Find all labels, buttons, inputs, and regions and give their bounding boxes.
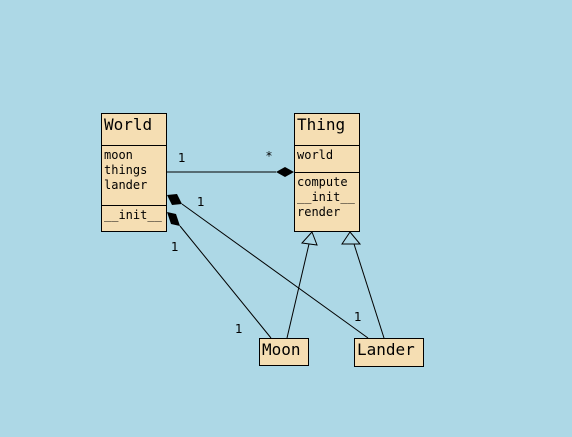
world-moon-line — [179, 225, 272, 339]
world-lander-line — [181, 203, 369, 339]
class-world-method: __init__ — [104, 208, 162, 222]
class-thing-method: compute — [297, 175, 348, 189]
moon-thing-line — [286, 243, 310, 339]
class-world-name: World — [104, 115, 153, 134]
world-things-source-mult: 1 — [178, 151, 186, 165]
class-lander-name: Lander — [357, 340, 415, 359]
world-moon-target-mult: 1 — [235, 322, 243, 336]
lander-thing-line — [353, 243, 385, 339]
class-moon-name: Moon — [262, 340, 301, 359]
class-world-attribute: moon — [104, 148, 133, 162]
class-world-attributes: moon things lander — [102, 145, 166, 205]
class-thing-name: Thing — [297, 115, 346, 134]
world-moon-diamond — [167, 212, 180, 226]
class-thing-methods: compute __init__ render — [295, 172, 359, 220]
class-thing[interactable]: Thing world compute __init__ render — [294, 113, 360, 232]
class-world-attribute: things — [104, 163, 148, 177]
class-lander[interactable]: Lander — [354, 338, 424, 367]
class-thing-method: __init__ — [297, 190, 355, 204]
class-world-attribute: lander — [104, 178, 148, 192]
class-thing-attribute: world — [297, 148, 334, 162]
class-thing-attributes: world — [295, 145, 359, 172]
class-moon[interactable]: Moon — [259, 338, 309, 366]
world-lander-target-mult: 1 — [354, 310, 362, 324]
class-world[interactable]: World moon things lander __init__ — [101, 113, 167, 232]
world-lander-source-mult: 1 — [197, 195, 205, 209]
world-things-diamond — [276, 167, 294, 177]
world-moon-source-mult: 1 — [171, 240, 179, 254]
class-world-methods: __init__ — [102, 205, 166, 223]
world-things-target-mult: * — [266, 149, 272, 163]
world-lander-diamond — [167, 194, 182, 205]
moon-thing-arrowhead — [300, 231, 318, 246]
class-thing-method: render — [297, 205, 341, 219]
lander-thing-arrowhead — [341, 231, 362, 245]
